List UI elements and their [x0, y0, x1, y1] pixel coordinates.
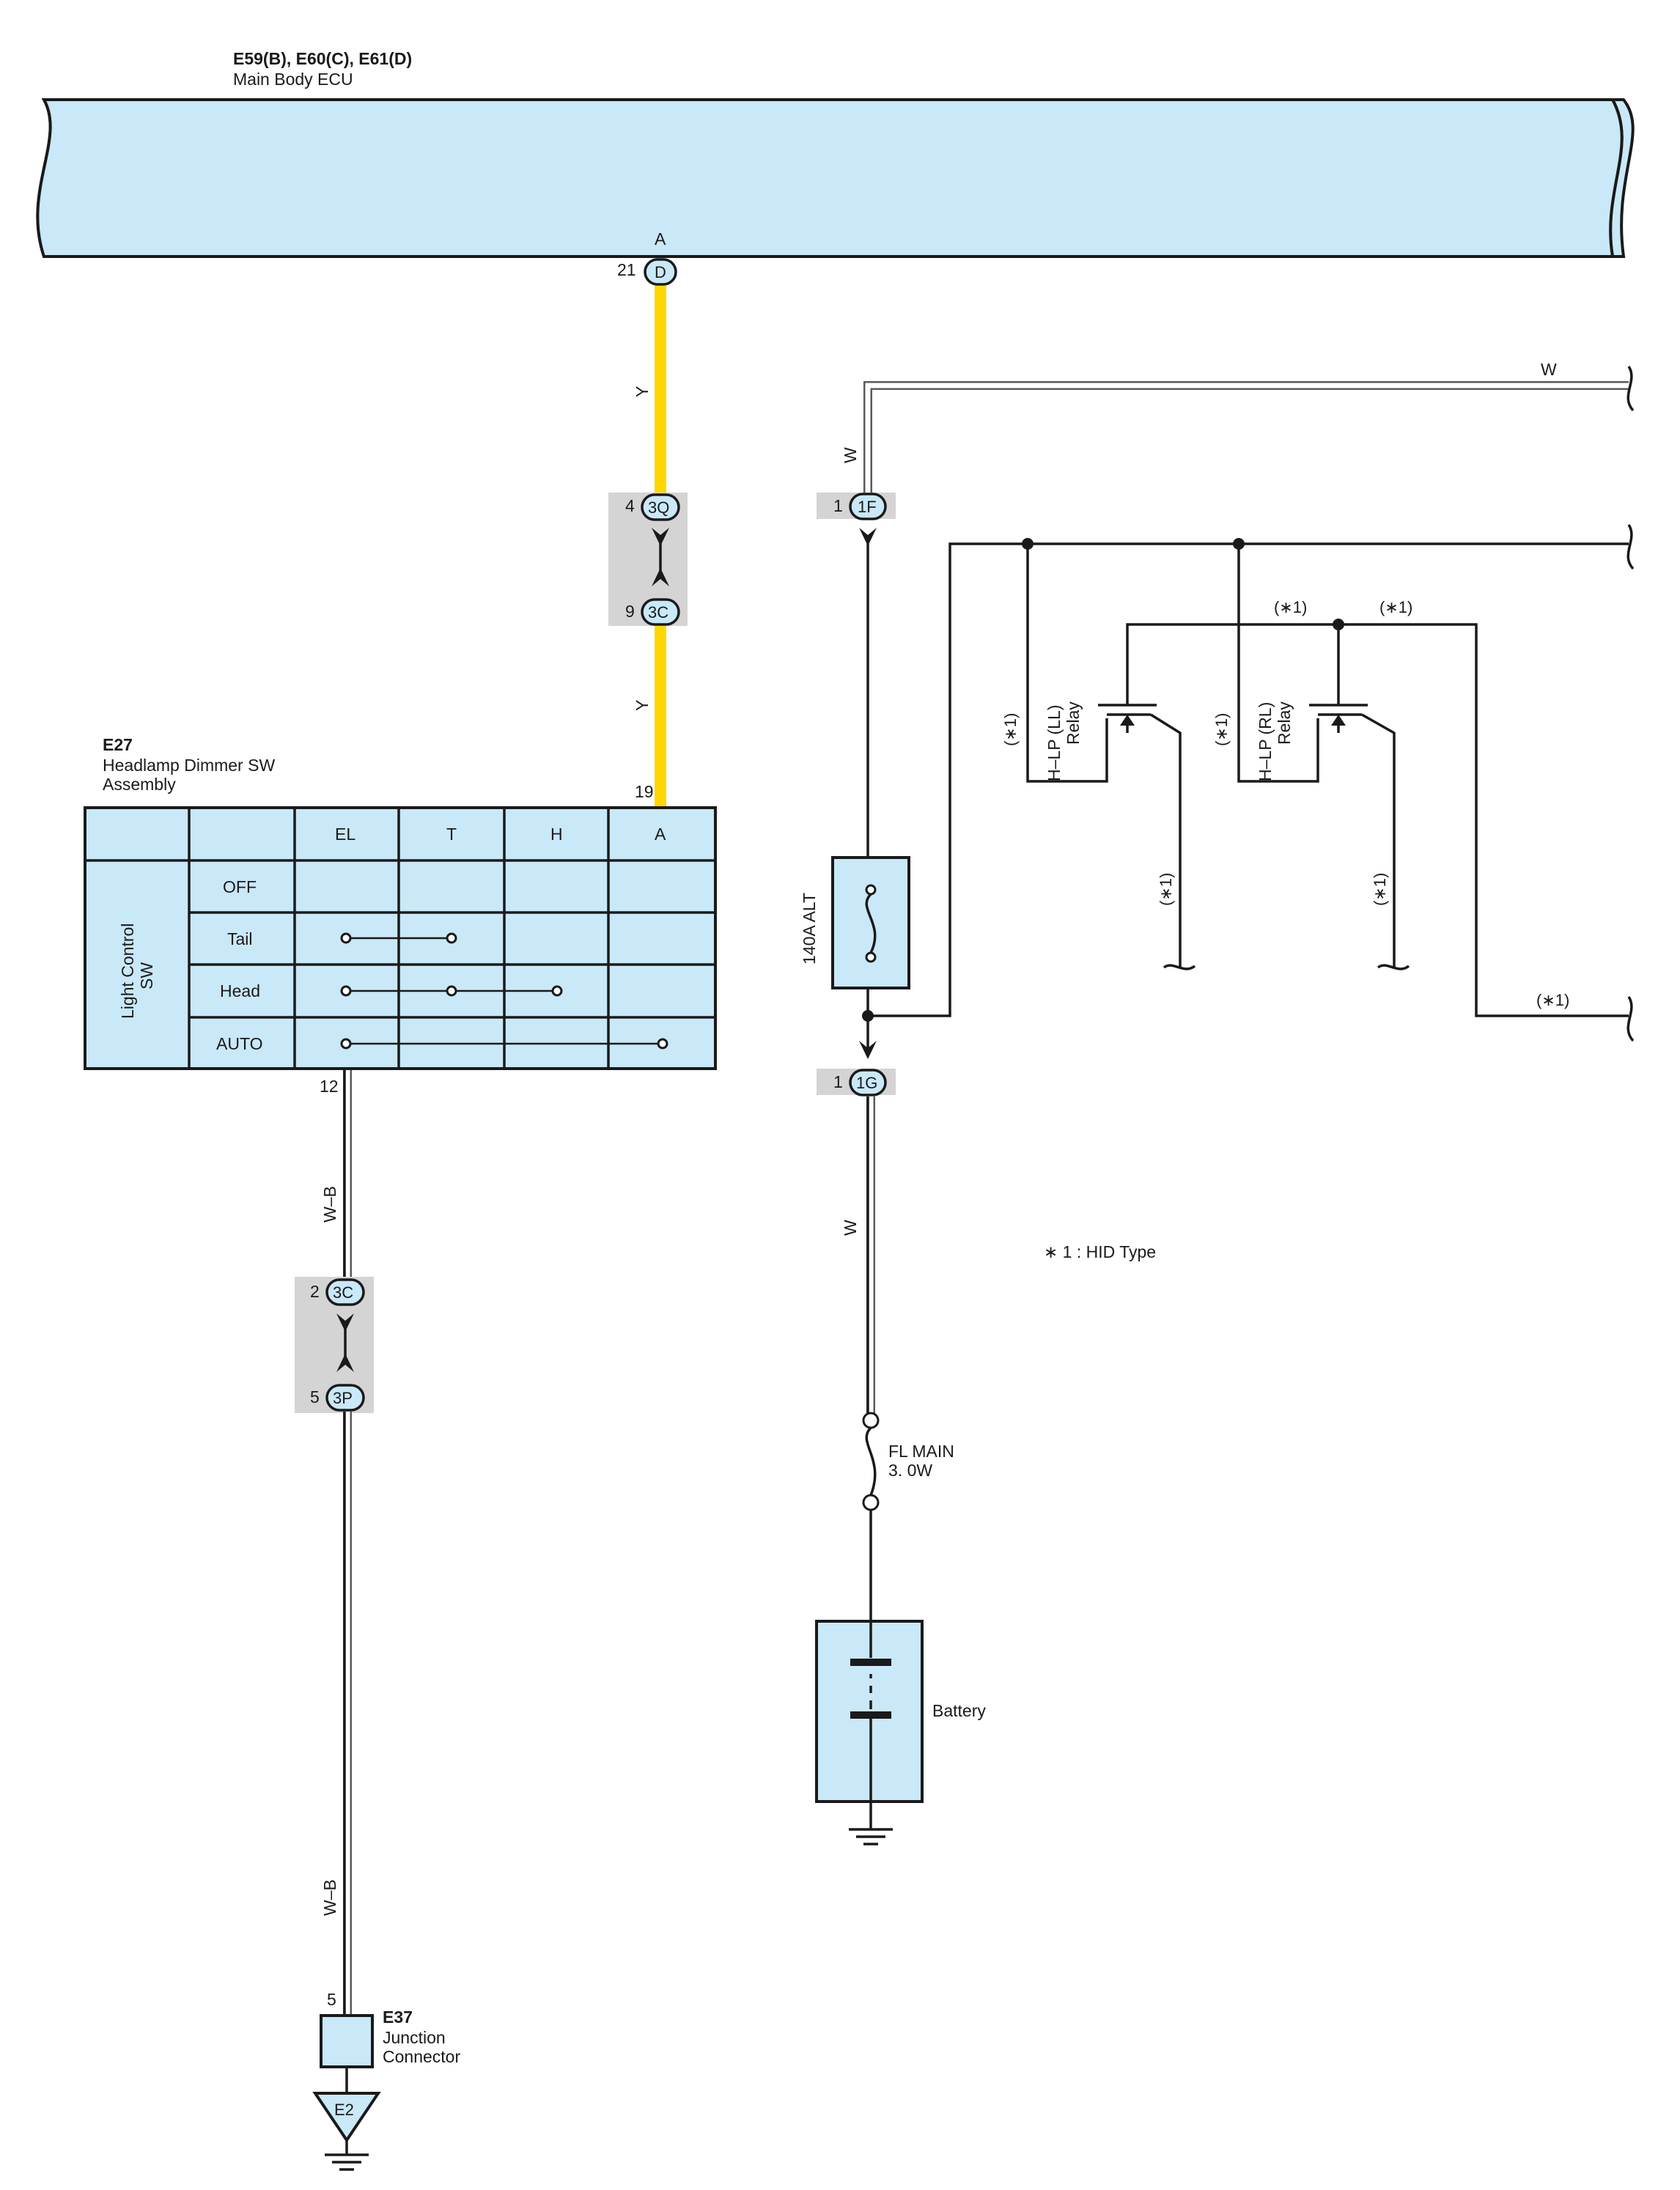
switch-col-a: A: [655, 825, 666, 844]
switch-pin-top: 19: [635, 782, 654, 801]
fl-main-label-line1: FL MAIN: [888, 1442, 954, 1461]
ecu-pin-d[interactable]: [644, 258, 677, 286]
junction-3c-upper-pin: 9: [625, 602, 635, 621]
break-mark-relay-bus: [1626, 524, 1635, 570]
junction-3p-code: 3P: [333, 1389, 353, 1407]
fl-main-label-line2: 3. 0W: [888, 1461, 932, 1480]
junction-connector-e37[interactable]: [320, 2014, 374, 2068]
wire-w-top-label: W: [841, 447, 860, 463]
hid-mark-1: (∗1): [1001, 713, 1020, 746]
junction-1g-code: 1G: [856, 1074, 877, 1092]
arrow-up-3c-icon: [336, 1313, 354, 1332]
ecu-pin-number: 21: [617, 260, 636, 279]
junction-3c-lower-pin: 2: [310, 1282, 320, 1301]
junction-connector-code: E37: [383, 2008, 413, 2027]
arrow-down-3c-icon: [652, 568, 669, 586]
switch-name-line2: Assembly: [103, 775, 176, 794]
ground-icon-e2: [325, 2140, 369, 2171]
switch-side-label-line2: SW: [137, 962, 156, 989]
switch-contact-head: [340, 985, 563, 997]
hid-mark-3: (∗1): [1212, 713, 1231, 746]
junction-connector-line2: Connector: [383, 2047, 460, 2066]
switch-col-h: H: [550, 825, 563, 844]
break-mark-relay-rl: [1377, 964, 1410, 970]
junction-3c-upper[interactable]: [641, 598, 680, 626]
wire-wb-label-lower: W–B: [320, 1879, 339, 1916]
junction-3q-code: 3Q: [648, 498, 669, 517]
wire-w-battery-label: W: [841, 1220, 860, 1236]
junction-1f-code: 1F: [858, 498, 877, 516]
ecu-pin-code: D: [655, 263, 666, 281]
ecu-name-label: Main Body ECU: [233, 70, 353, 89]
switch-connector-label: E27: [103, 735, 133, 754]
wire-y-label-lower: Y: [633, 700, 652, 711]
relay-rl-label-line2: Relay: [1275, 701, 1294, 745]
junction-3c-lower-code: 3C: [333, 1283, 353, 1302]
junction-connector-line1: Junction: [383, 2028, 446, 2047]
switch-row-head: Head: [220, 981, 260, 1000]
switch-row-tail: Tail: [227, 929, 253, 948]
ground-icon-battery: [849, 1802, 893, 1846]
fl-main-link-icon[interactable]: [865, 1426, 877, 1496]
fl-main-bottom-terminal: [862, 1494, 880, 1511]
hid-type-note: ∗ 1 : HID Type: [1044, 1242, 1156, 1261]
junction-3c-lower[interactable]: [325, 1278, 365, 1306]
wire-relay-rl-out: [1361, 713, 1396, 967]
break-mark-w-top: [1626, 366, 1635, 412]
arrow-up-3q-icon: [652, 528, 669, 546]
switch-row-auto: AUTO: [216, 1034, 262, 1053]
fl-main-top-terminal: [862, 1412, 880, 1429]
hid-mark-6: (∗1): [1379, 598, 1412, 616]
junction-3q[interactable]: [641, 493, 680, 521]
junction-3q-pin: 4: [625, 496, 635, 515]
junction-1g[interactable]: [849, 1069, 887, 1096]
wire-y-label-upper: Y: [633, 386, 652, 397]
wire-relay-output: [1126, 623, 1629, 1017]
ground-point-label: E2: [334, 2101, 354, 2119]
ecu-body-fill: [36, 98, 1624, 258]
switch-side-label-line1: Light Control: [118, 923, 137, 1019]
junction-3p[interactable]: [325, 1384, 365, 1412]
wire-relay-bus: [868, 542, 1629, 1017]
switch-pin-bottom: 12: [320, 1077, 339, 1096]
fuse-link-icon: [865, 893, 877, 954]
battery-label: Battery: [932, 1701, 986, 1720]
relay-rl-label-line1: H–LP (RL): [1256, 702, 1275, 781]
junction-connector-pin: 5: [327, 1990, 336, 2009]
arrow-up-1f-icon: [859, 528, 877, 546]
wire-relay-rl-coil: [1237, 544, 1319, 783]
ecu-connector-label: E59(B), E60(C), E61(D): [233, 49, 412, 68]
wire-wb-label-upper: W–B: [320, 1186, 339, 1223]
relay-ll-label-line1: H–LP (LL): [1045, 705, 1064, 781]
relay-ll-label-line2: Relay: [1064, 701, 1083, 745]
break-mark-relay-ll: [1163, 964, 1196, 970]
hid-mark-4: (∗1): [1371, 873, 1389, 906]
hid-mark-2: (∗1): [1157, 873, 1175, 906]
ground-point-e2[interactable]: [312, 2092, 381, 2143]
ecu-terminal-label: A: [655, 229, 666, 248]
break-mark-hid: [1626, 996, 1635, 1042]
switch-name-line1: Headlamp Dimmer SW: [103, 756, 275, 775]
switch-col-t: T: [446, 825, 457, 844]
switch-contact-tail: [340, 932, 457, 944]
battery-cells-icon: [850, 1621, 891, 1802]
wire-w-top-right-label: W: [1541, 360, 1557, 379]
hid-mark-7: (∗1): [1536, 991, 1569, 1009]
switch-row-off: OFF: [223, 877, 257, 896]
hid-mark-5: (∗1): [1274, 598, 1307, 616]
junction-1f[interactable]: [849, 493, 887, 520]
wire-w-top: [863, 381, 1629, 493]
fuse-alt-label: 140A ALT: [800, 893, 819, 965]
junction-1f-pin: 1: [833, 496, 843, 515]
wire-relay-ll-coil: [1026, 544, 1108, 783]
arrow-down-3p-icon: [336, 1354, 354, 1372]
fuse-140a-alt[interactable]: [831, 856, 910, 989]
junction-3c-upper-code: 3C: [648, 603, 668, 622]
wire-relay-ll-out: [1150, 713, 1182, 967]
junction-1g-pin: 1: [833, 1072, 843, 1091]
switch-contact-auto: [340, 1038, 668, 1050]
junction-3p-pin: 5: [310, 1387, 320, 1406]
switch-col-el: EL: [335, 825, 355, 844]
